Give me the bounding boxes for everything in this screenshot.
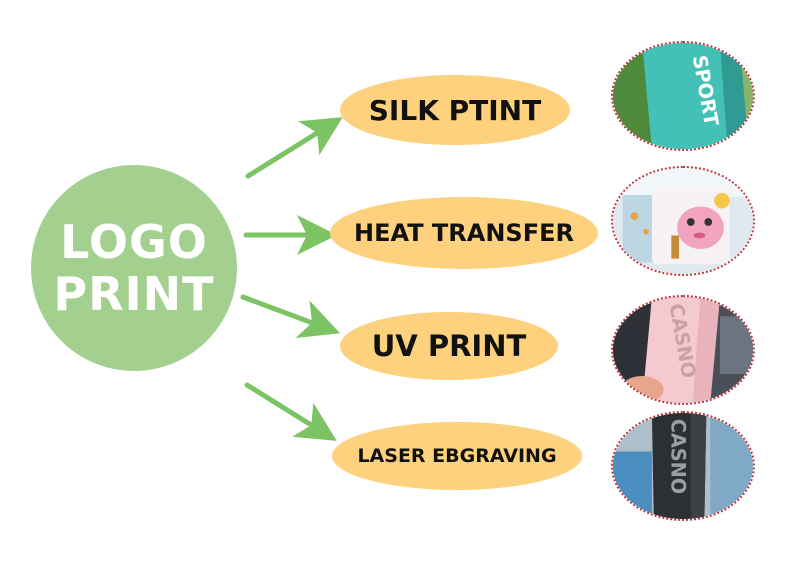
- method-laser-engraving: LASER EBGRAVING: [332, 422, 582, 490]
- method-uv-print: UV PRINT: [340, 312, 558, 380]
- method-heat-transfer: HEAT TRANSFER: [330, 197, 598, 269]
- heat-transfer-sample-image: [611, 166, 755, 276]
- hub-line-1: LOGO: [60, 215, 208, 269]
- arrow-to-silk-print: [245, 117, 343, 179]
- hub-line-2: PRINT: [53, 267, 215, 321]
- laser-engraving-sample-image: CASNO: [611, 411, 755, 521]
- logo-print-hub: LOGO PRINT: [31, 165, 237, 371]
- silk-print-sample-image: SPORT: [611, 41, 755, 151]
- uv-print-sample-image: CASNO: [611, 295, 755, 405]
- arrow-to-laser-engraving: [244, 382, 337, 441]
- casno-laser-engraving-text: CASNO: [666, 419, 689, 494]
- arrow-to-uv-print: [240, 294, 341, 338]
- method-silk-print: SILK PTINT: [340, 75, 570, 145]
